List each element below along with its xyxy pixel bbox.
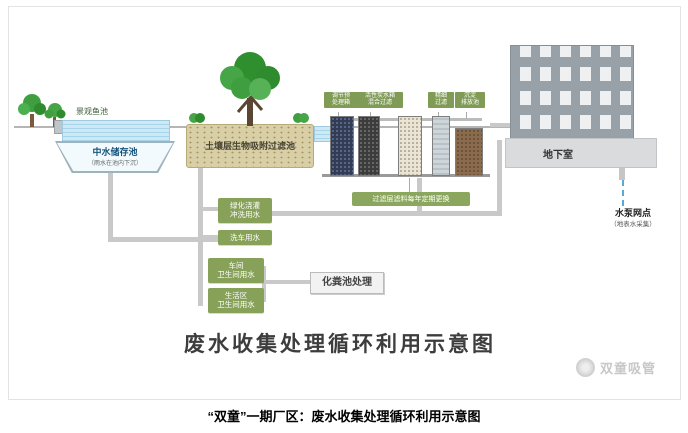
diagram-frame xyxy=(8,6,681,400)
filter-column-fine xyxy=(432,116,450,176)
basement-platform xyxy=(505,138,657,168)
filter-note: 过滤层滤料每年定期更换 xyxy=(352,192,470,206)
pipe-segment xyxy=(203,235,218,239)
septic-box: 化粪池处理 xyxy=(310,272,384,294)
leader-line xyxy=(370,112,371,118)
storage-pool-inner xyxy=(57,143,173,171)
filter-label-pretreat: 调节预 处理箱 xyxy=(324,92,358,109)
filter-column-carbon xyxy=(358,116,380,176)
usage-box-carwash: 洗车用水 xyxy=(218,230,272,246)
water-drip-dashed-line xyxy=(622,180,624,206)
filter-label-carbon: 活性炭水箱 混合过滤 xyxy=(357,92,403,109)
big-tree-icon xyxy=(220,52,280,126)
pipe-segment xyxy=(266,280,310,284)
leader-line xyxy=(438,112,439,118)
pipe-segment xyxy=(198,168,203,306)
watermark: 双童吸管 xyxy=(576,358,656,377)
storage-pool-note: （雨水在池内下沉） xyxy=(87,161,142,167)
basement-label: 地下室 xyxy=(543,150,573,161)
leader-line xyxy=(409,178,410,192)
soil-filter-label: 土壤层生物吸附过滤池 xyxy=(204,141,295,151)
pipe-segment xyxy=(497,140,502,216)
watermark-logo-icon xyxy=(576,358,595,377)
usage-box-irrigation: 绿化浇灌 冲洗用水 xyxy=(218,198,272,223)
image-caption: “双童”一期厂区：废水收集处理循环利用示意图 xyxy=(207,409,481,424)
filter-column-sand xyxy=(398,116,422,176)
pipe-segment xyxy=(108,237,222,242)
pipe-segment xyxy=(619,166,625,180)
bush-icon xyxy=(189,113,205,123)
pipe-segment xyxy=(108,170,113,240)
factory-building xyxy=(510,45,634,140)
pump-point-label: 水泵网点 xyxy=(614,208,651,218)
filter-column-pretreat xyxy=(330,116,354,176)
usage-box-living-toilet: 生活区 卫生间用水 xyxy=(208,288,264,313)
fish-pond-water xyxy=(62,120,170,143)
tree-icon xyxy=(18,94,46,127)
soil-filter-bed: 土壤层生物吸附过滤池 xyxy=(186,124,314,168)
diagram-title: 废水收集处理循环利用示意图 xyxy=(184,333,496,356)
filter-label-settling: 沉淀 排放池 xyxy=(455,92,485,109)
filter-column-settling xyxy=(455,128,483,176)
leader-line xyxy=(466,112,467,118)
storage-pool: 中水储存池 （雨水在池内下沉） xyxy=(55,141,175,173)
storage-pool-label: 中水储存池 xyxy=(92,147,138,157)
bush-icon xyxy=(293,113,309,123)
pipe-segment xyxy=(270,211,502,216)
pipe-segment xyxy=(490,123,510,127)
fish-pond-label: 景观鱼池 xyxy=(76,107,108,116)
pump-point-note: （地表水采集） xyxy=(610,221,656,228)
pipe-segment xyxy=(203,207,218,211)
usage-box-workshop-toilet: 车间 卫生间用水 xyxy=(208,258,264,283)
leader-line xyxy=(338,112,339,118)
pipe-segment xyxy=(262,266,266,302)
watermark-text: 双童吸管 xyxy=(600,361,657,376)
filter-label-fine: 精细 过滤 xyxy=(428,92,454,109)
